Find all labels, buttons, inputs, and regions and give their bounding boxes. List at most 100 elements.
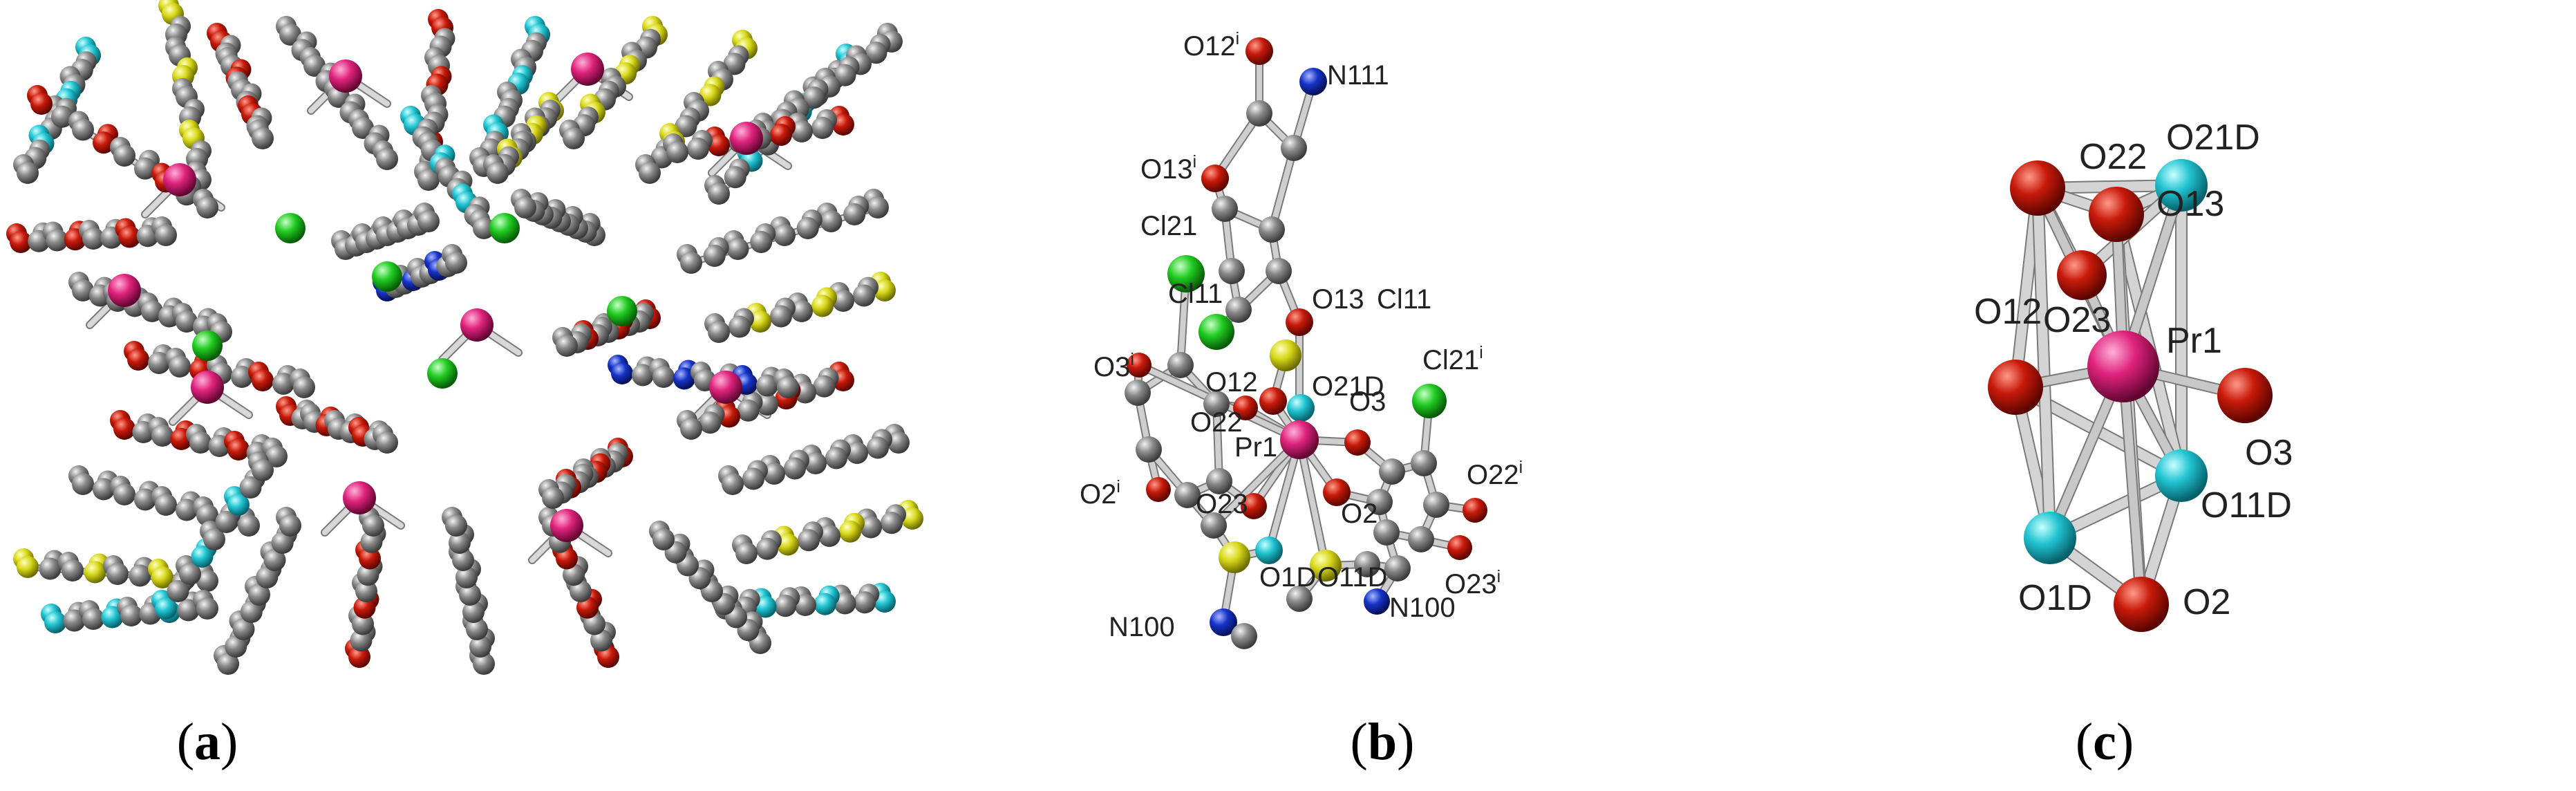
ribbon-30-atom-front-0 [155, 597, 177, 620]
ribbon-11-atom-front-6 [118, 225, 141, 248]
caption-letter: c [2093, 713, 2116, 771]
atom-c1 [1246, 100, 1272, 127]
atom-n111 [1299, 68, 1327, 95]
label-o3i: O3i [1093, 351, 1134, 382]
ribbon-20-atom-front-4 [120, 604, 142, 626]
ribbon-18-atom-front-6 [196, 504, 218, 526]
label-o2-text: O2 [1341, 499, 1378, 529]
ribbon-12-atom-front-6 [176, 310, 198, 333]
ribbon-15-atom-front-0 [874, 279, 896, 301]
label-o13-text: O13 [2156, 184, 2224, 224]
ribbon-9-atom-front-3 [834, 64, 856, 86]
metal-center-3 [730, 122, 763, 155]
atom-o22 [1233, 396, 1258, 420]
label-n111-text: N111 [1327, 60, 1389, 91]
ribbon-19-atom-front-8 [196, 570, 218, 592]
ribbon-38-atom-front-8 [445, 252, 467, 274]
atom-c16 [1379, 458, 1405, 485]
label-cl11b: Cl11 [1377, 284, 1431, 315]
ribbon-13-atom-front-0 [832, 113, 854, 136]
atom-o13i [1201, 165, 1229, 192]
chlorine-1 [489, 213, 520, 243]
chlorine-0 [275, 213, 305, 243]
ribbon-32-atom-front-8 [417, 210, 440, 232]
caption-open-paren: ( [2075, 713, 2094, 771]
ribbon-14-atom-front-3 [796, 217, 819, 239]
label-o3-text: O3 [1349, 387, 1386, 417]
ribbon-34-atom-front-8 [376, 431, 398, 454]
atom-c7 [1225, 297, 1252, 323]
ribbon-16-atom-front-1 [148, 352, 170, 374]
ribbon-9-atom-front-1 [865, 41, 887, 64]
panel-a-caption: (a) [0, 704, 415, 780]
label-o12i-superscript: i [1236, 30, 1240, 48]
label-o23: O23 [1196, 489, 1248, 519]
atom-o21d [1287, 394, 1315, 422]
label-o2i-text: O2 [1080, 479, 1116, 510]
ribbon-14-atom-front-8 [680, 252, 702, 274]
atom-s2 [1219, 541, 1250, 573]
ribbon-27-atom-front-2 [466, 618, 488, 640]
ribbon-24-atom-front-3 [814, 593, 836, 615]
label-o3-text: O3 [2245, 433, 2293, 473]
label-cl21-text: Cl21 [1140, 211, 1197, 241]
ribbon-7-atom-front-3 [699, 84, 722, 106]
atom-cl11a [1198, 314, 1234, 350]
caption-close-paren: ) [220, 713, 238, 771]
atom-o12 [1259, 387, 1287, 415]
label-pr1-text: Pr1 [1234, 432, 1277, 463]
atom-o22i [1463, 498, 1487, 523]
atom-c4 [1259, 216, 1285, 243]
ribbon-23-atom-front-0 [901, 508, 923, 530]
ribbon-9-atom-front-5 [802, 86, 825, 109]
chlorine-2 [372, 261, 402, 292]
atom-s1 [1270, 339, 1301, 371]
ribbon-7-atom-front-8 [639, 162, 661, 184]
label-n100a: N100 [1109, 612, 1175, 642]
packing-diagram [6, 0, 923, 675]
ribbon-22-atom-front-8 [722, 473, 744, 495]
ribbon-30-atom-front-1 [167, 580, 189, 602]
atom-c3 [1212, 196, 1238, 222]
ribbon-16-atom-front-2 [169, 355, 191, 378]
ribbon-29-atom-front-0 [217, 653, 239, 675]
ribbon-18-atom-front-0 [72, 473, 94, 495]
pr-bond-o2-core [2119, 362, 2145, 608]
atom-c11 [1136, 436, 1162, 463]
ribbon-8-atom-front-7 [724, 166, 746, 189]
ribbon-15-atom-front-6 [749, 310, 771, 333]
caption-close-paren: ) [1397, 713, 1415, 771]
label-o2i-superscript: i [1116, 478, 1120, 496]
ribbon-18-atom-front-4 [155, 494, 177, 516]
bond-Pr1-C14-core [1211, 437, 1302, 528]
ribbon-3-atom-front-6 [352, 117, 374, 139]
label-o12i-text: O12 [1183, 31, 1236, 62]
label-n100b: N100 [1389, 593, 1456, 623]
ribbon-16-atom-front-0 [127, 348, 149, 371]
ribbon-15-atom-front-4 [791, 300, 813, 322]
ribbon-29-atom-front-7 [271, 532, 294, 554]
label-o3i-superscript: i [1130, 351, 1134, 369]
ribbon-13-atom-front-3 [770, 124, 792, 146]
label-o2-text: O2 [2183, 582, 2230, 622]
label-o22: O22 [1190, 407, 1243, 438]
ribbon-23-atom-front-4 [818, 525, 840, 547]
ribbon-17-atom-front-4 [189, 431, 211, 454]
ribbon-24-atom-front-1 [854, 591, 876, 614]
ribbon-13-atom-front-8 [666, 141, 688, 163]
ribbon-28-atom-front-8 [362, 514, 384, 537]
ribbon-10-atom-front-2 [72, 118, 94, 141]
ribbon-31-atom-front-8 [777, 376, 799, 398]
ribbon-21-atom-front-7 [699, 411, 722, 434]
ribbon-30-atom-front-2 [179, 563, 201, 585]
atom-c20 [1373, 519, 1400, 546]
chlorine-3 [192, 331, 223, 361]
ribbon-6-atom-front-8 [563, 127, 585, 149]
atom-o23 [1241, 493, 1267, 519]
ribbon-15-atom-front-3 [811, 295, 834, 317]
atom-c17 [1411, 450, 1437, 476]
caption-letter: b [1367, 713, 1398, 771]
ribbon-19-atom-front-1 [39, 557, 62, 580]
atom-cl21 [1167, 255, 1205, 292]
ribbon-23-atom-front-8 [735, 542, 758, 564]
